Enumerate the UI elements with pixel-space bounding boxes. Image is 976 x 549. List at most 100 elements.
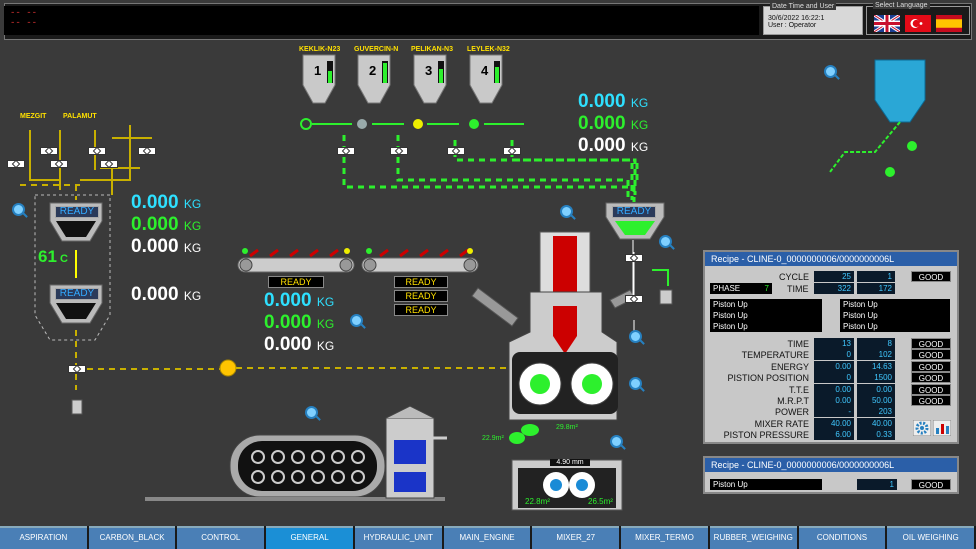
magnifier-icon[interactable] (560, 205, 573, 218)
conveyor-status: READY (268, 276, 324, 288)
valve[interactable] (50, 160, 68, 168)
hopper-number: 2 (369, 63, 377, 78)
param-label: PISTON PRESSURE (723, 430, 809, 441)
tab-aspiration[interactable]: ASPIRATION (0, 526, 87, 549)
mill-gap: 4.90 mm (550, 459, 590, 466)
weight-display: 0.000 KG (131, 192, 202, 213)
tab-rubber-weighing[interactable]: RUBBER_WEIGHING (709, 526, 797, 549)
weight-display: 0.000 KG (578, 135, 649, 156)
weight-display: 0.000 KG (264, 334, 335, 355)
magnifier-icon[interactable] (659, 235, 672, 248)
green-dashed-pipes (342, 135, 639, 202)
hopper-label: LEYLEK-N32 (467, 46, 510, 53)
weight-display: 0.000 KG (264, 312, 335, 333)
valve[interactable] (625, 254, 643, 262)
valve[interactable] (100, 160, 118, 168)
spain-flag-icon[interactable] (936, 15, 962, 32)
magnifier-icon[interactable] (350, 314, 363, 327)
param-label: TIME (787, 339, 810, 349)
chart-icon[interactable] (933, 420, 951, 436)
screw-conveyors (300, 118, 524, 130)
valve[interactable] (138, 147, 156, 155)
hopper-number: 1 (314, 63, 322, 78)
tab-oil-weighing[interactable]: OIL WEIGHING (887, 526, 975, 549)
param-status: GOOD (911, 349, 951, 361)
process-diagram (20, 54, 926, 511)
conveyor-status: READY (394, 276, 448, 288)
param-value: - (814, 406, 854, 418)
param-label: PISTION POSITION (727, 373, 809, 384)
alarm-area (4, 6, 759, 35)
magnifier-icon[interactable] (629, 377, 642, 390)
param-label: MIXER RATE (754, 418, 809, 429)
extruder (145, 405, 447, 501)
hopper-number: 4 (481, 63, 489, 78)
weight-display: 0.000 KG (578, 113, 649, 134)
step-current: Piston Up (710, 479, 822, 490)
valve[interactable] (7, 160, 25, 168)
param-status: GOOD (911, 360, 951, 372)
magnifier-icon[interactable] (12, 203, 25, 216)
magnifier-icon[interactable] (824, 65, 837, 78)
user-value: User : Operator (768, 22, 817, 29)
valve[interactable] (503, 147, 521, 155)
uk-flag-icon[interactable] (874, 15, 900, 32)
param-value: 0.00 (814, 383, 854, 395)
gear-icon[interactable] (913, 420, 931, 436)
tab-hydraulic-unit[interactable]: HYDRAULIC_UNIT (354, 526, 442, 549)
recipe-title: Recipe - CLINE-0_0000000006/0000000006L (705, 252, 957, 266)
hopper-status: READY (55, 206, 99, 218)
valve[interactable] (68, 365, 86, 373)
param-status: GOOD (911, 372, 951, 384)
param-value: 0.00 (814, 360, 854, 372)
magnifier-icon[interactable] (629, 330, 642, 343)
tab-main-engine[interactable]: MAIN_ENGINE (443, 526, 531, 549)
time-value: 322 (814, 283, 854, 294)
turkey-flag-icon[interactable] (905, 15, 931, 32)
weight-display: 0.000 KG (131, 284, 202, 305)
param-value: 0.00 (857, 383, 895, 395)
weight-display: 0.000 KG (264, 290, 335, 311)
weight-display: 0.000 KG (131, 236, 202, 257)
tab-carbon-black[interactable]: CARBON_BLACK (88, 526, 176, 549)
palamut-label: PALAMUT (63, 113, 97, 120)
recipe-title: Recipe - CLINE-0_0000000006/0000000006L (705, 458, 957, 472)
valve[interactable] (40, 147, 58, 155)
conveyor-status: READY (394, 290, 448, 302)
alarm-line-2: -- -- (10, 18, 38, 28)
magnifier-icon[interactable] (305, 406, 318, 419)
tab-mixer-27[interactable]: MIXER_27 (532, 526, 620, 549)
param-value: 13 (814, 338, 854, 349)
param-label: TEMPERATURE (741, 350, 809, 361)
weight-display: 0.000 KG (131, 214, 202, 235)
language-selector: Select Language (866, 2, 970, 35)
param-value: 50.00 (857, 395, 895, 406)
hopper-label: GUVERCIN-N (354, 46, 399, 53)
tab-general[interactable]: GENERAL (266, 526, 353, 549)
hopper-label: PELIKAN-N3 (411, 46, 454, 53)
param-value: 14.63 (857, 360, 895, 372)
step-right: Piston Up (840, 299, 950, 310)
tab-conditions[interactable]: CONDITIONS (798, 526, 886, 549)
valve[interactable] (625, 295, 643, 303)
hopper-status: READY (612, 206, 656, 218)
tab-control[interactable]: CONTROL (177, 526, 265, 549)
cycle-status: GOOD (911, 271, 951, 282)
valve[interactable] (88, 147, 106, 155)
mixer-body (508, 231, 618, 421)
top-hoppers-group (302, 54, 503, 104)
param-value: 40.00 (857, 417, 895, 429)
tab-mixer-termo[interactable]: MIXER_TERMO (621, 526, 708, 549)
valve[interactable] (390, 147, 408, 155)
magnifier-icon[interactable] (610, 435, 623, 448)
valve[interactable] (447, 147, 465, 155)
step-left: Piston Up (710, 310, 822, 321)
time-value: 172 (857, 283, 895, 294)
param-status: GOOD (911, 395, 951, 406)
hopper-label: KEKLIK-N23 (299, 46, 341, 53)
blue-silo (829, 59, 926, 177)
valve[interactable] (337, 147, 355, 155)
hopper-status: READY (55, 288, 99, 300)
